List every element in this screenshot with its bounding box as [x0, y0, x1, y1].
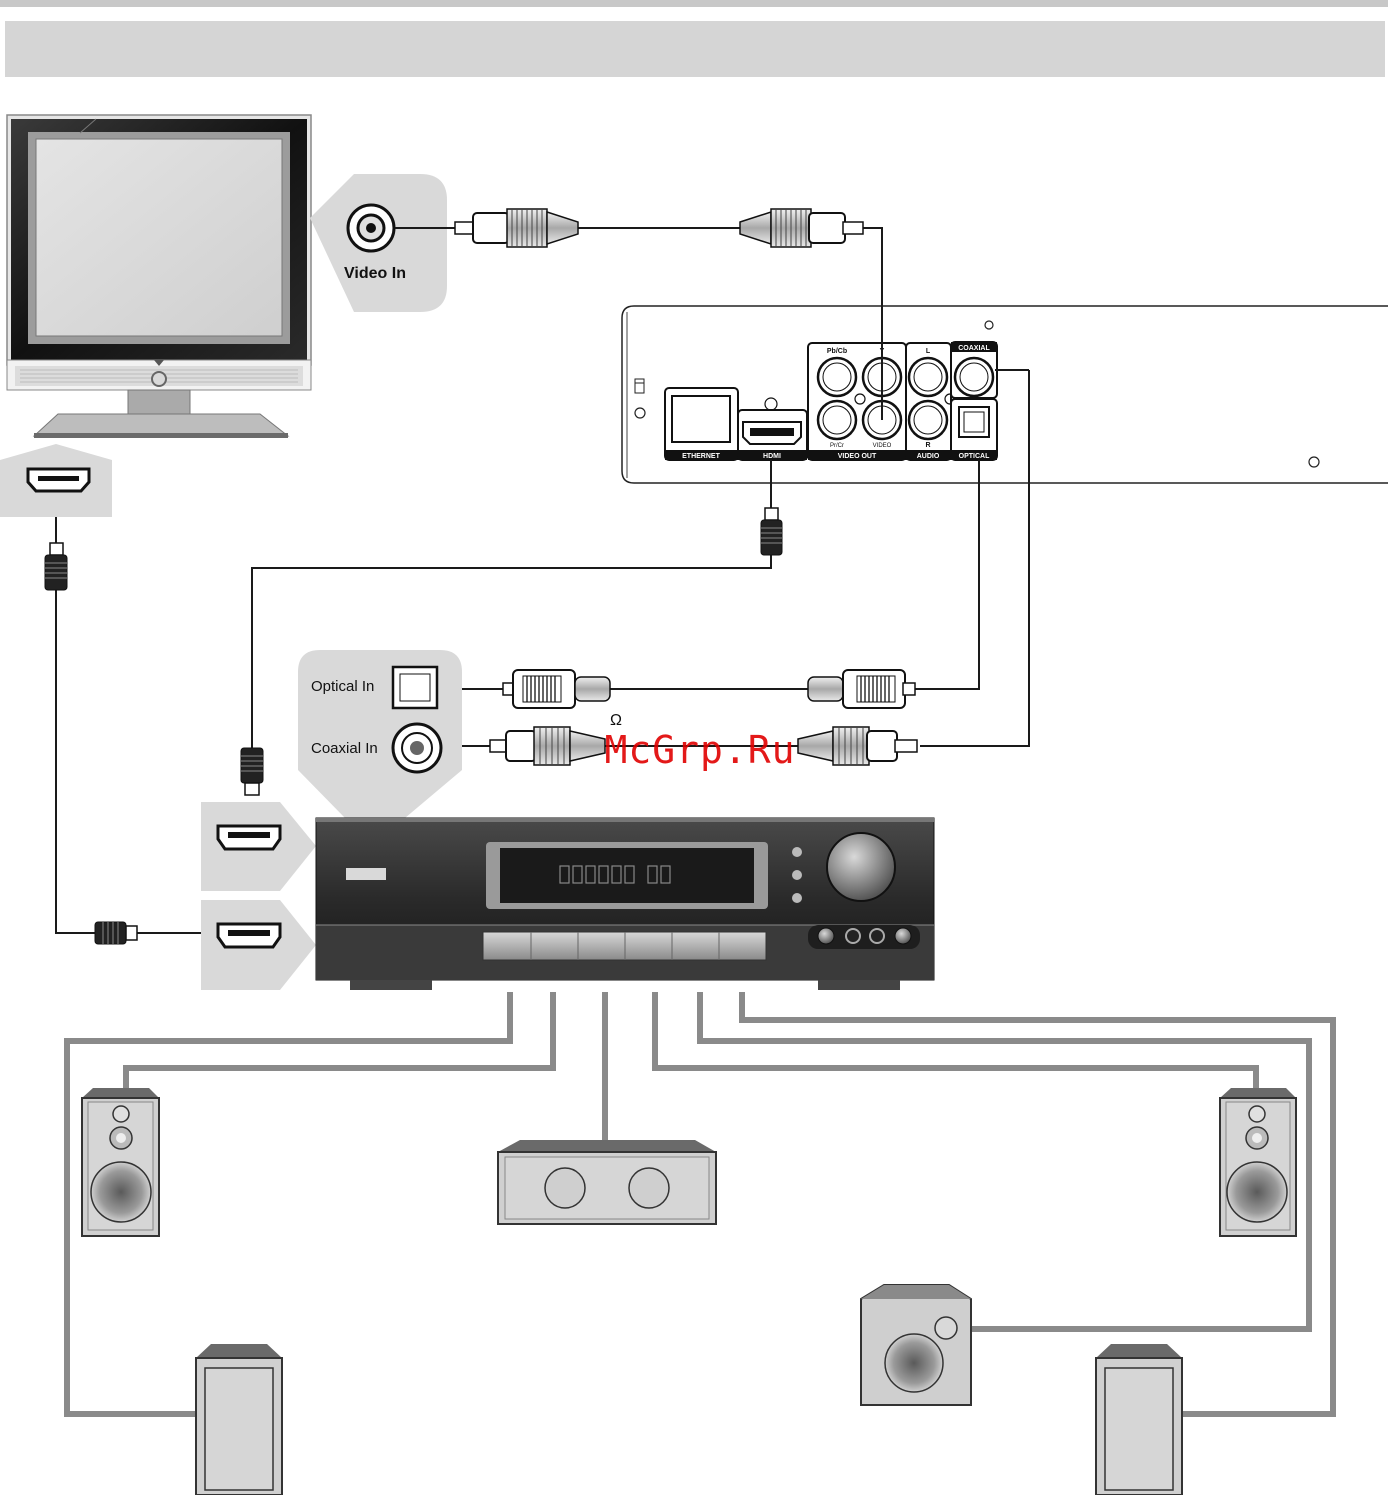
audio-label: AUDIO	[917, 453, 940, 460]
hdmi-panel-label: HDMI	[763, 453, 781, 460]
r-label: R	[925, 442, 930, 449]
receiver-hdmi-out-callout	[201, 900, 316, 990]
optical-plug-right	[808, 670, 915, 708]
hdmi-cable-receiver-tv	[56, 517, 220, 933]
hdmi-plug-tv	[45, 543, 67, 590]
optical-label: OPTICAL	[959, 453, 990, 460]
volume-knob-icon	[827, 833, 895, 901]
television	[7, 115, 311, 438]
pb-cb-label: Pb/Cb	[827, 348, 847, 355]
hdmi-plug-receiver-in	[241, 748, 263, 795]
coaxial-plug-left	[490, 727, 605, 765]
hdmi-plug-receiver-out	[95, 922, 137, 944]
optical-cable	[437, 460, 979, 689]
subwoofer	[861, 1285, 971, 1405]
rca-plug-right	[740, 209, 863, 247]
coaxial-label: COAXIAL	[958, 345, 990, 352]
hdmi-plug-player	[761, 508, 782, 555]
optical-plug-left	[503, 670, 610, 708]
omega-symbol: Ω	[610, 712, 622, 729]
pr-cr-label: Pr/Cr	[830, 443, 844, 449]
av-receiver	[316, 818, 934, 990]
player-back-panel: ETHERNET HDMI Pb/Cb Y Pr/Cr VIDEO VIDEO …	[622, 306, 1388, 483]
wire-subwoofer	[700, 992, 1309, 1329]
watermark: McGrp.Ru	[604, 728, 795, 772]
tv-hdmi-callout	[0, 444, 112, 517]
optical-in-label: Optical In	[311, 678, 374, 695]
rca-plug-left	[455, 209, 578, 247]
receiver-hdmi-in-callout	[201, 802, 316, 891]
surround-right-speaker	[1096, 1344, 1182, 1495]
center-speaker	[498, 1140, 716, 1224]
video-label: VIDEO	[873, 443, 892, 449]
audio-input-callout: Optical In Coaxial In	[298, 650, 462, 818]
l-label: L	[926, 348, 931, 355]
video-out-label: VIDEO OUT	[838, 453, 877, 460]
video-in-label: Video In	[344, 265, 406, 282]
front-right-speaker	[1220, 1088, 1296, 1236]
tv-power-icon	[152, 372, 166, 386]
coaxial-in-label: Coaxial In	[311, 740, 378, 757]
ethernet-label: ETHERNET	[682, 453, 720, 460]
coaxial-plug-right	[798, 727, 917, 765]
front-left-speaker	[82, 1088, 159, 1236]
video-in-callout: Video In	[310, 174, 447, 312]
surround-left-speaker	[196, 1344, 282, 1495]
